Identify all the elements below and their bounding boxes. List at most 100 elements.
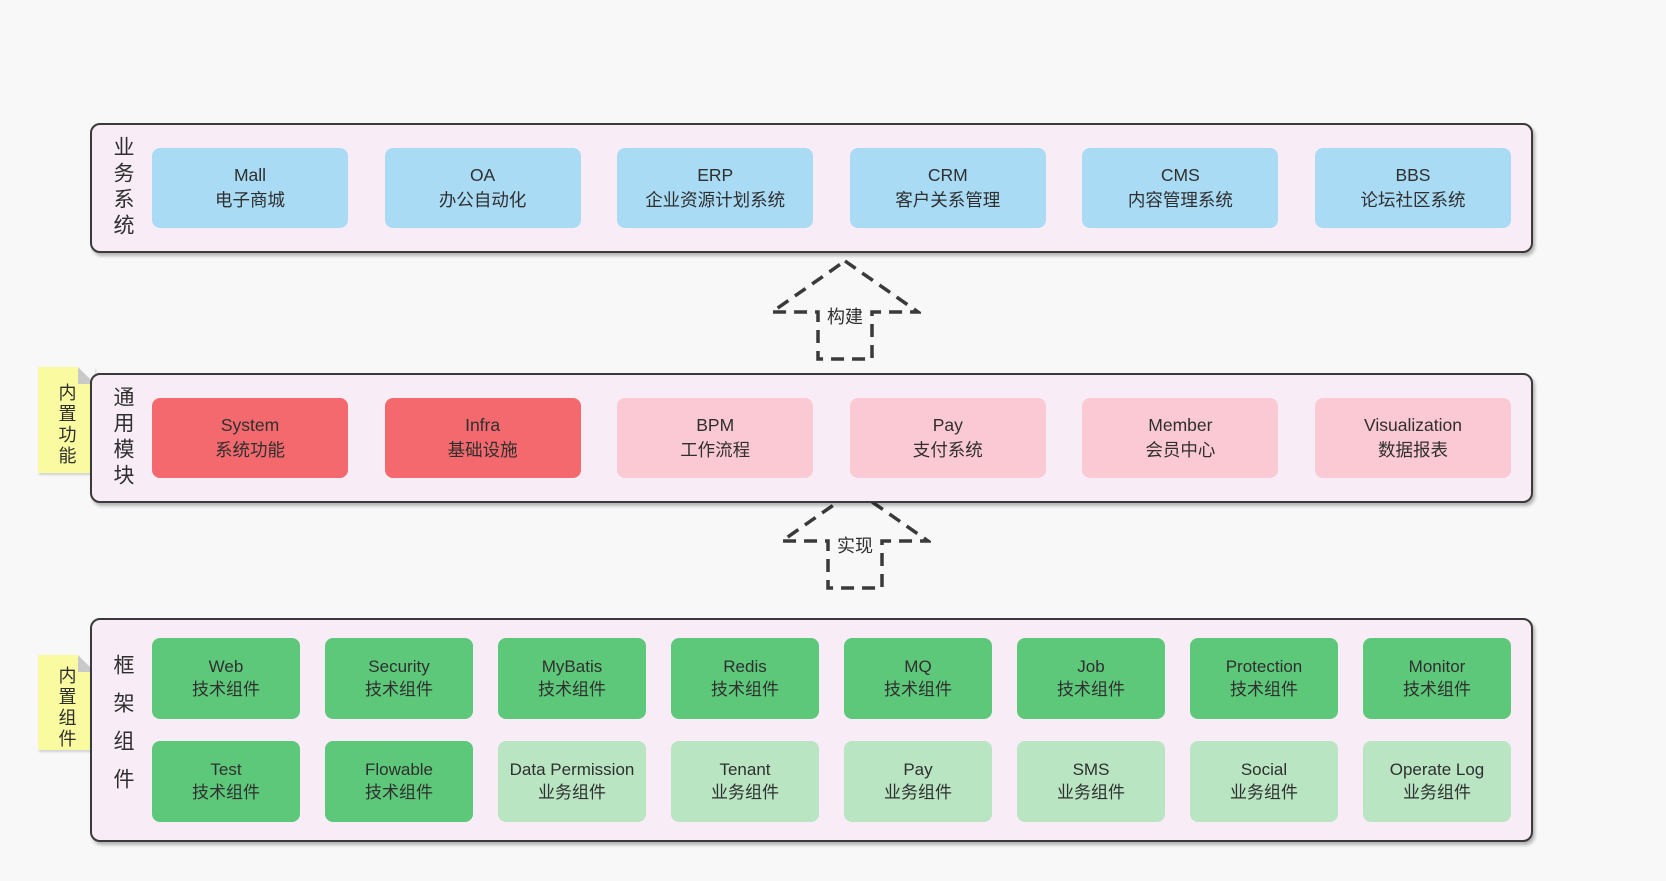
module-box-row: System 系统功能 Infra 基础设施 BPM 工作流程 Pay 支付系统… xyxy=(152,375,1531,501)
box-subtitle: 会员中心 xyxy=(1145,440,1216,460)
box-title: MQ xyxy=(904,656,932,676)
box-title: CMS xyxy=(1160,165,1200,186)
box-job: Job 技术组件 xyxy=(1017,638,1165,719)
arrow-build: 构建 xyxy=(769,258,921,362)
arrow-implement-label: 实现 xyxy=(832,531,878,559)
box-title: OA xyxy=(469,165,496,186)
note-text: 内置组件 xyxy=(56,665,77,750)
box-operate-log: Operate Log 业务组件 xyxy=(1363,741,1511,822)
box-mall: Mall 电子商城 xyxy=(152,148,348,228)
layer-side-label: 通用模块 xyxy=(111,386,134,490)
box-oa: OA 办公自动化 xyxy=(384,148,581,228)
box-title: Test xyxy=(210,759,242,779)
box-subtitle: 数据报表 xyxy=(1377,440,1448,460)
box-title: Job xyxy=(1077,656,1105,676)
box-member: Member 会员中心 xyxy=(1082,398,1279,478)
layer-common-modules: 通用模块 System 系统功能 Infra 基础设施 BPM 工作流程 Pay… xyxy=(90,373,1533,503)
biz-component-row: Test 技术组件 Flowable 技术组件 Data Permission … xyxy=(152,741,1511,822)
box-title: Member xyxy=(1148,415,1213,436)
box-subtitle: 技术组件 xyxy=(884,679,952,699)
up-arrow-icon xyxy=(769,258,921,361)
box-title: Operate Log xyxy=(1389,759,1485,779)
box-title: Redis xyxy=(723,656,767,676)
component-grid: Web 技术组件 Security 技术组件 MyBatis 技术组件 Redi… xyxy=(152,620,1531,840)
box-title: BBS xyxy=(1395,165,1431,186)
box-title: Infra xyxy=(465,415,501,436)
box-subtitle: 内容管理系统 xyxy=(1127,190,1233,210)
box-sms: SMS 业务组件 xyxy=(1017,741,1165,822)
box-title: Flowable xyxy=(364,759,434,779)
box-tenant: Tenant 业务组件 xyxy=(671,741,819,822)
box-subtitle: 业务组件 xyxy=(884,782,952,802)
box-cms: CMS 内容管理系统 xyxy=(1082,148,1279,228)
box-title: Security xyxy=(368,656,430,676)
box-crm: CRM 客户关系管理 xyxy=(849,148,1046,228)
box-flowable: Flowable 技术组件 xyxy=(325,741,473,822)
box-title: Data Permission xyxy=(509,759,635,779)
box-subtitle: 业务组件 xyxy=(711,782,779,802)
box-pay-component: Pay 业务组件 xyxy=(844,741,992,822)
box-title: Monitor xyxy=(1408,656,1466,676)
box-title: Visualization xyxy=(1364,415,1462,436)
box-title: CRM xyxy=(927,165,968,186)
box-visualization: Visualization 数据报表 xyxy=(1314,398,1511,478)
box-subtitle: 技术组件 xyxy=(711,679,779,699)
box-subtitle: 技术组件 xyxy=(365,782,433,802)
box-social: Social 业务组件 xyxy=(1190,741,1338,822)
box-security: Security 技术组件 xyxy=(325,638,473,719)
box-infra: Infra 基础设施 xyxy=(384,398,581,478)
box-title: Pay xyxy=(903,759,933,779)
box-title: Protection xyxy=(1225,656,1303,676)
box-subtitle: 技术组件 xyxy=(365,679,433,699)
box-subtitle: 系统功能 xyxy=(215,440,285,460)
box-title: System xyxy=(220,415,280,436)
box-subtitle: 业务组件 xyxy=(1403,782,1471,802)
box-title: Social xyxy=(1240,759,1288,779)
box-subtitle: 业务组件 xyxy=(1230,782,1298,802)
box-subtitle: 技术组件 xyxy=(1057,679,1125,699)
box-redis: Redis 技术组件 xyxy=(671,638,819,719)
note-built-in-components: 内置组件 xyxy=(38,655,95,750)
arrow-build-label: 构建 xyxy=(822,302,868,330)
box-title: Tenant xyxy=(719,759,771,779)
box-bpm: BPM 工作流程 xyxy=(617,398,814,478)
box-title: Web xyxy=(208,656,244,676)
box-monitor: Monitor 技术组件 xyxy=(1363,638,1511,719)
box-mq: MQ 技术组件 xyxy=(844,638,992,719)
box-subtitle: 业务组件 xyxy=(1057,782,1125,802)
box-mybatis: MyBatis 技术组件 xyxy=(498,638,646,719)
box-subtitle: 办公自动化 xyxy=(438,190,527,210)
box-data-permission: Data Permission 业务组件 xyxy=(498,741,646,822)
box-title: SMS xyxy=(1072,759,1110,779)
box-subtitle: 基础设施 xyxy=(447,440,518,460)
box-test: Test 技术组件 xyxy=(152,741,300,822)
box-subtitle: 技术组件 xyxy=(192,679,260,699)
tech-component-row: Web 技术组件 Security 技术组件 MyBatis 技术组件 Redi… xyxy=(152,638,1511,719)
business-box-row: Mall 电子商城 OA 办公自动化 ERP 企业资源计划系统 CRM 客户关系… xyxy=(152,125,1531,251)
box-system: System 系统功能 xyxy=(152,398,348,478)
arrow-implement: 实现 xyxy=(779,487,931,591)
box-title: MyBatis xyxy=(541,656,603,676)
box-erp: ERP 企业资源计划系统 xyxy=(617,148,814,228)
box-bbs: BBS 论坛社区系统 xyxy=(1314,148,1511,228)
layer-side-label: 业务系统 xyxy=(111,136,134,240)
box-title: BPM xyxy=(696,415,735,436)
box-subtitle: 客户关系管理 xyxy=(895,190,1001,210)
box-title: ERP xyxy=(697,165,734,186)
box-web: Web 技术组件 xyxy=(152,638,300,719)
box-title: Mall xyxy=(233,165,267,186)
box-protection: Protection 技术组件 xyxy=(1190,638,1338,719)
box-subtitle: 技术组件 xyxy=(1230,679,1298,699)
layer-side-label: 框架组件 xyxy=(111,654,134,806)
box-subtitle: 工作流程 xyxy=(680,440,751,460)
box-subtitle: 技术组件 xyxy=(538,679,606,699)
box-subtitle: 业务组件 xyxy=(538,782,606,802)
box-subtitle: 支付系统 xyxy=(912,440,983,460)
box-pay: Pay 支付系统 xyxy=(849,398,1046,478)
up-arrow-icon xyxy=(779,487,931,590)
box-subtitle: 技术组件 xyxy=(1403,679,1471,699)
layer-framework-components: 框架组件 Web 技术组件 Security 技术组件 MyBatis 技术组件… xyxy=(90,618,1533,842)
note-built-in-features: 内置功能 xyxy=(38,367,95,473)
box-title: Pay xyxy=(932,415,963,436)
